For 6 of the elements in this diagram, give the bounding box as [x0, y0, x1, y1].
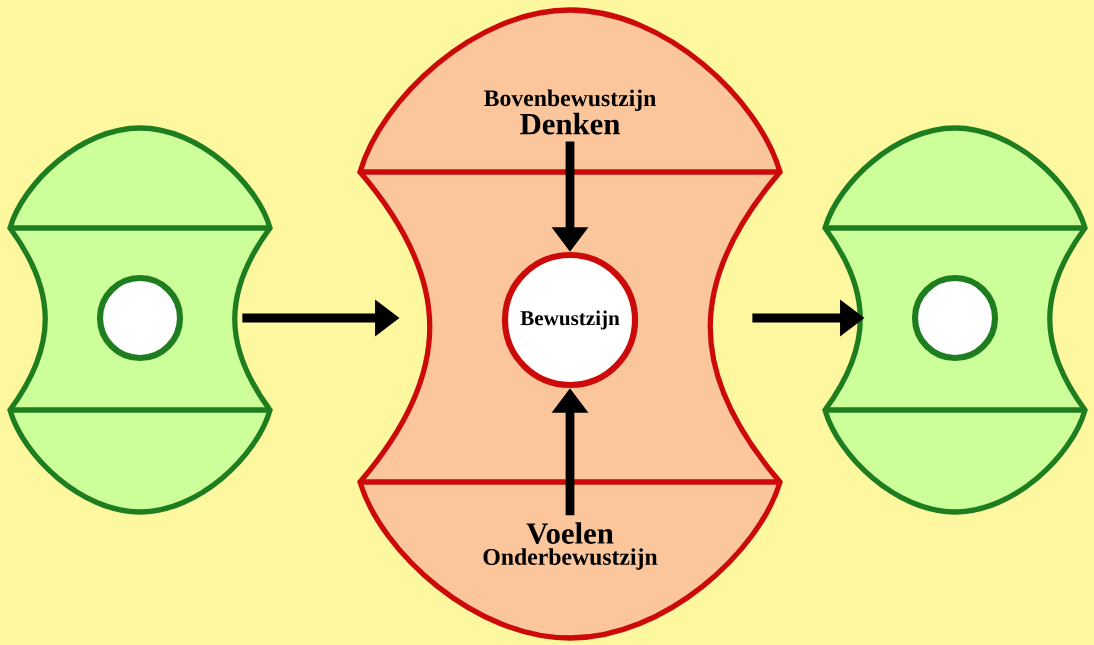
- band-label: Voelen Onderbewustzijn: [483, 522, 658, 570]
- hourglass-shape: [822, 125, 1088, 515]
- hourglass-shape: [7, 125, 273, 515]
- circle-label: Bewustzijn: [501, 251, 639, 389]
- hourglass-shape: [357, 7, 783, 641]
- band-label: Bovenbewustzijn Denken: [484, 89, 656, 135]
